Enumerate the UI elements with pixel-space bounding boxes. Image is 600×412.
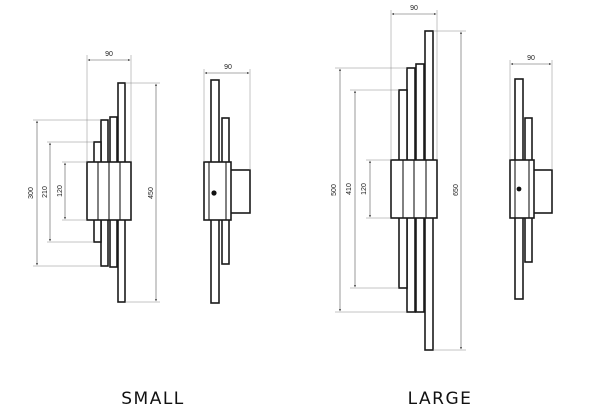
large-side-screw-icon — [516, 186, 522, 192]
caption-large: LARGE — [408, 389, 473, 409]
small-side-body — [203, 161, 232, 221]
large-front-dim-410-label: 410 — [346, 183, 353, 195]
small-front-dim-300-label: 300 — [28, 187, 35, 199]
small-front-dim-450-label: 450 — [148, 187, 155, 199]
large-front-dim-500-label: 500 — [331, 184, 338, 196]
small-side-screw-icon — [211, 190, 217, 196]
small-side-width-label: 90 — [224, 64, 232, 71]
large-side-mount — [531, 169, 553, 214]
small-side-mount — [229, 169, 251, 214]
large-side-width-label: 90 — [527, 55, 535, 62]
large-front-width-label: 90 — [410, 5, 418, 12]
large-front-dim-120-label: 120 — [361, 183, 368, 195]
small-front-dim-210-label: 210 — [42, 186, 49, 198]
small-front-dim-120-label: 120 — [57, 185, 64, 197]
large-front-dim-650-label: 650 — [453, 184, 460, 196]
small-side-view: 90 — [203, 64, 251, 304]
large-side-view: 90 — [509, 55, 553, 300]
small-front-view: 90 300 210 120 450 — [28, 51, 160, 303]
caption-small: SMALL — [121, 389, 185, 409]
large-front-view: 90 500 410 120 650 — [331, 5, 466, 351]
small-front-width-label: 90 — [105, 51, 113, 58]
large-side-body — [509, 159, 535, 219]
